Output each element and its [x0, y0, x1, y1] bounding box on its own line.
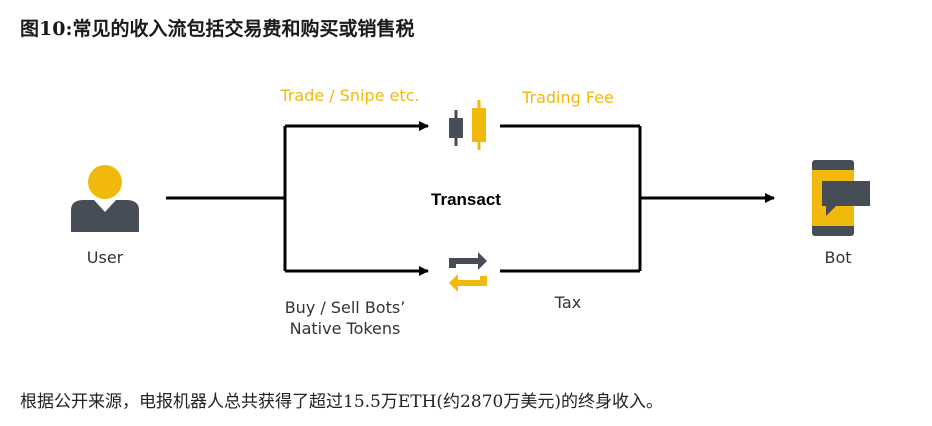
buy-sell-label-line1: Buy / Sell Bots’: [285, 298, 406, 317]
transact-label: Transact: [431, 190, 501, 209]
trading-fee-label: Trading Fee: [521, 88, 614, 107]
swap-arrows-icon: [449, 252, 487, 292]
tax-label: Tax: [554, 293, 581, 312]
bot-chat-icon: [812, 160, 870, 236]
trade-snipe-label: Trade / Snipe etc.: [279, 86, 419, 105]
candlestick-icon: [449, 100, 486, 150]
flow-lines: [166, 121, 775, 276]
user-icon: [71, 165, 139, 232]
user-label: User: [87, 248, 124, 267]
buy-sell-label-line2: Native Tokens: [290, 319, 401, 338]
figure-title: 图10:常见的收入流包括交易费和购买或销售税: [20, 18, 415, 40]
bot-label: Bot: [824, 248, 851, 267]
figure-caption: 根据公开来源，电报机器人总共获得了超过15.5万ETH(约2870万美元)的终身…: [20, 392, 663, 412]
